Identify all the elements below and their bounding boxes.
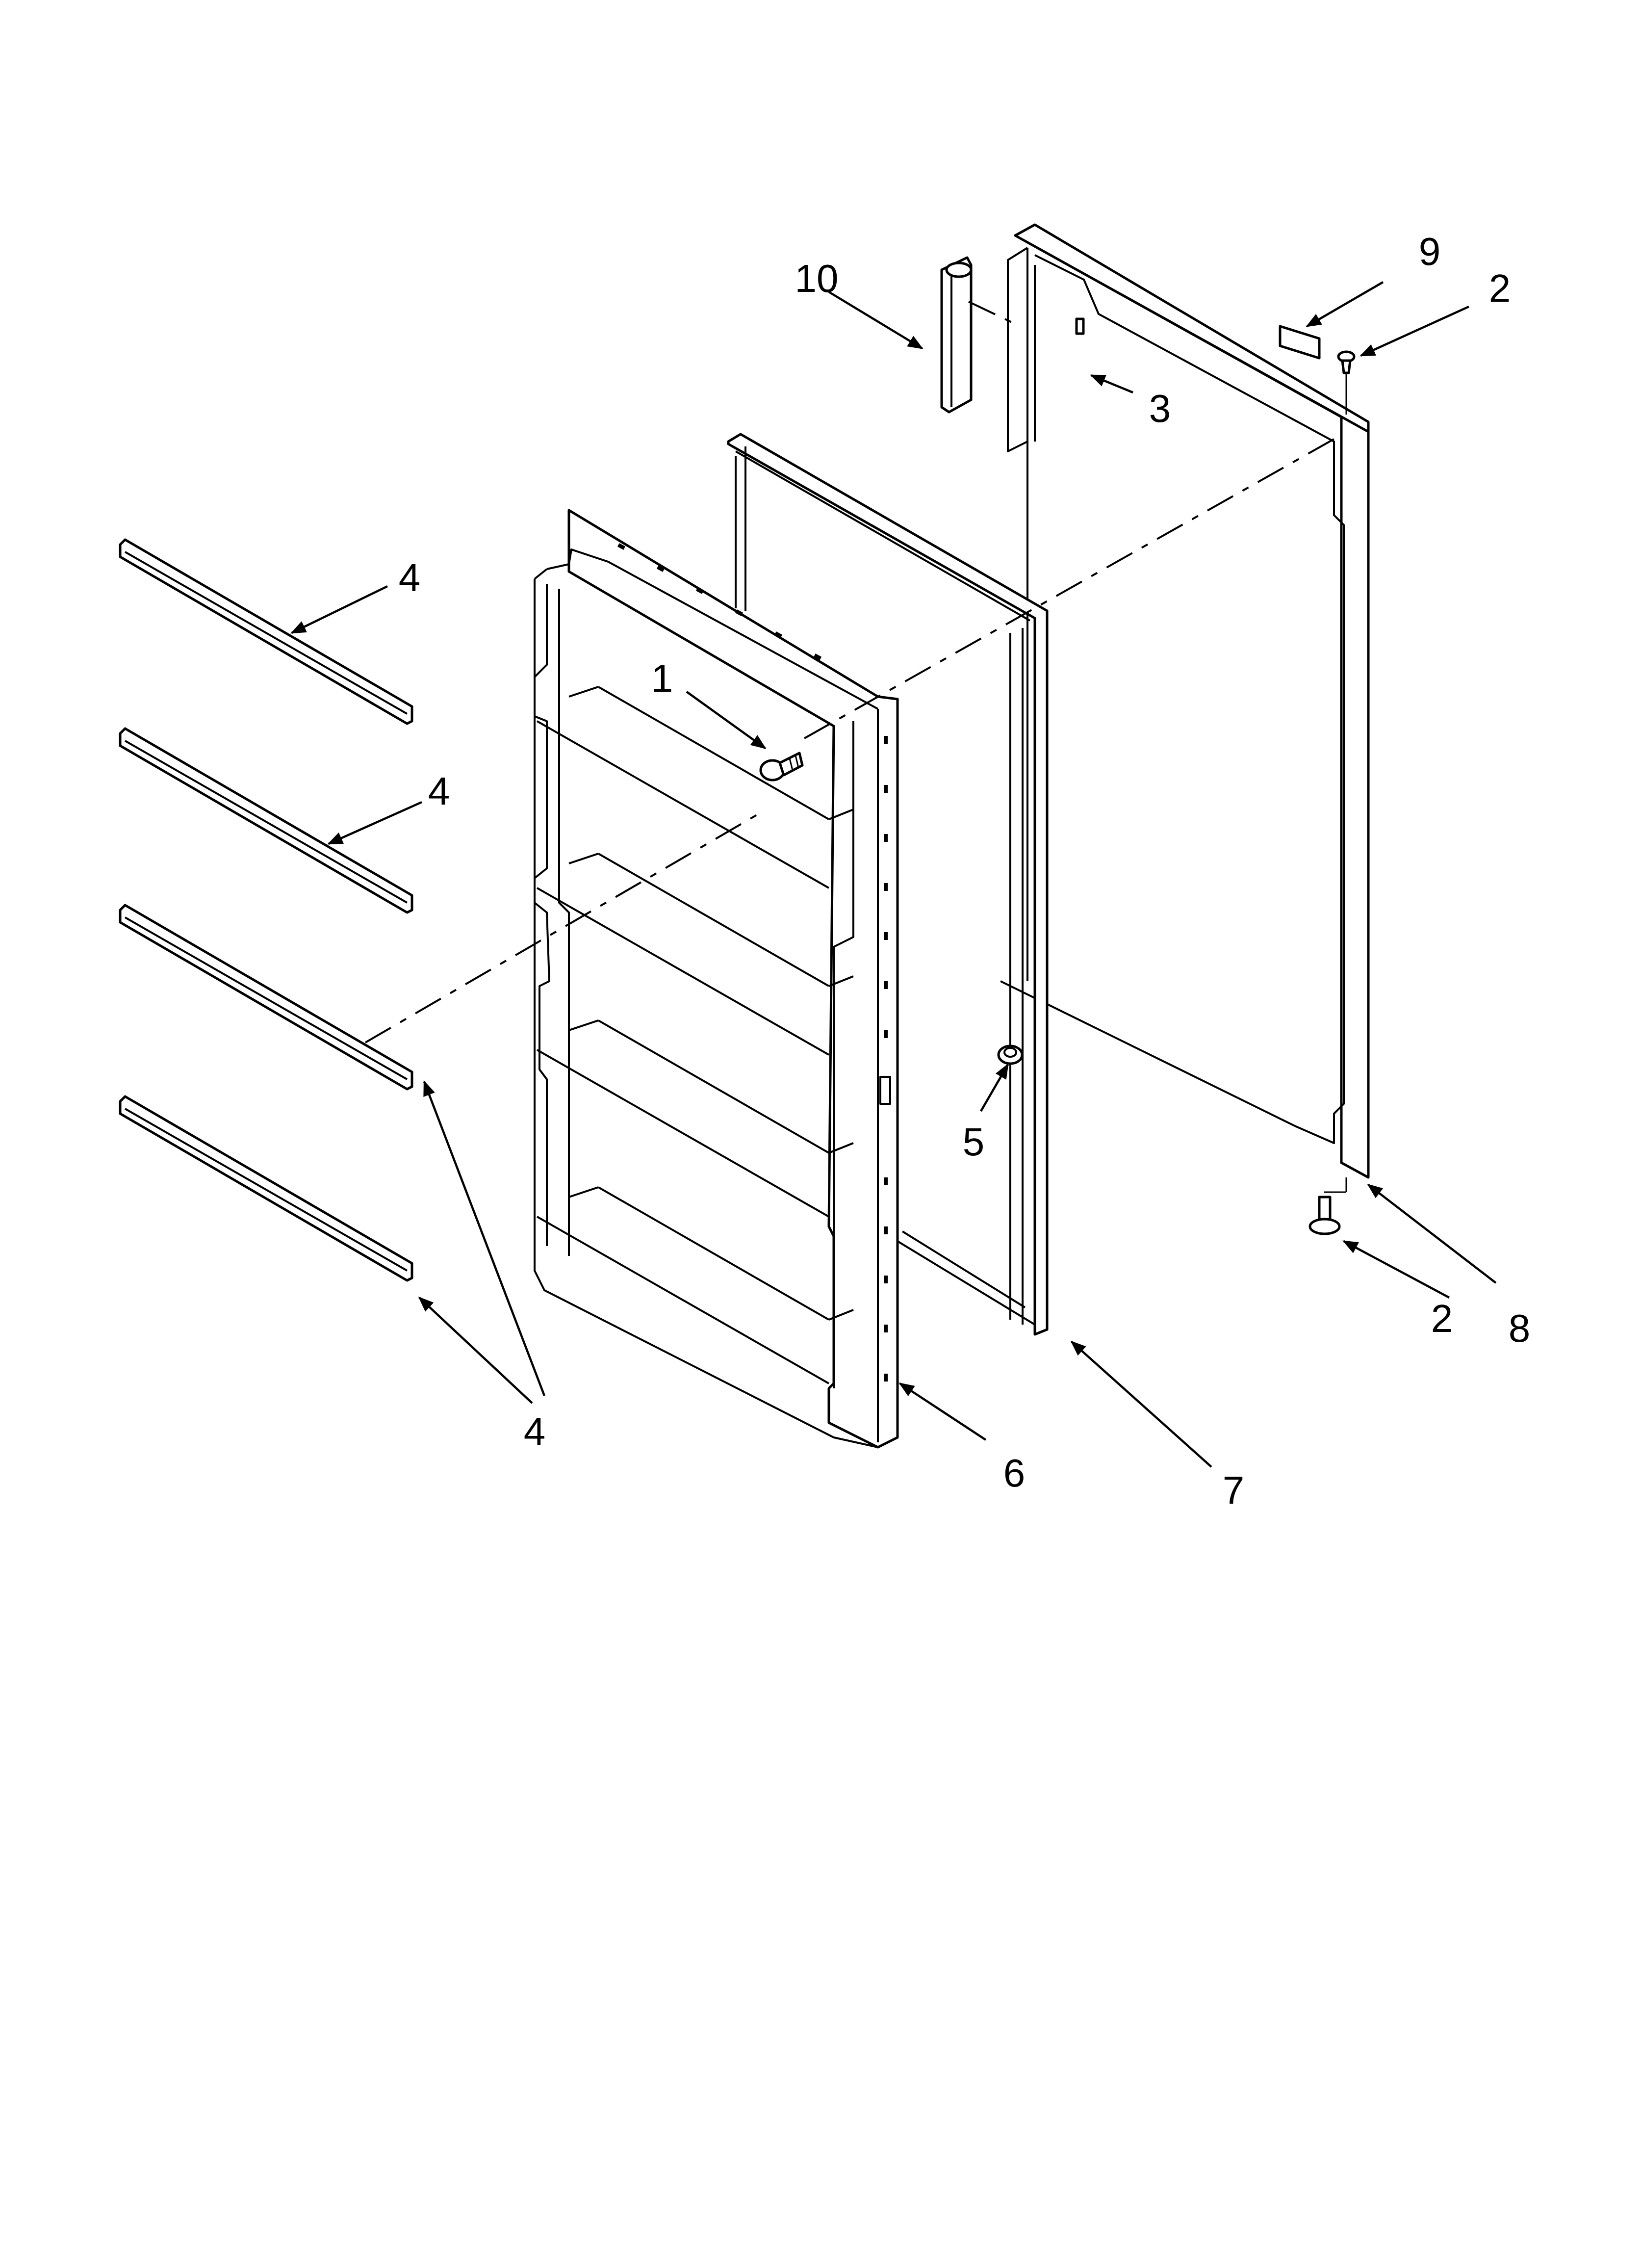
shelf-trim-1	[119, 538, 413, 725]
callout-9: 9	[1419, 230, 1441, 273]
shelf-trim-2	[119, 727, 413, 914]
shelf-trim-4	[119, 1095, 413, 1282]
callout-labels: 10 9 2 3 4 4 1 5 2 8 4 6 7	[399, 230, 1531, 1512]
liner-screw	[759, 752, 804, 782]
shelf-trim-3	[119, 904, 413, 1091]
callout-4-top: 4	[399, 556, 421, 600]
outer-door-panel	[1000, 223, 1370, 1179]
callout-10: 10	[795, 257, 839, 300]
bottom-hinge-pin	[1308, 1177, 1347, 1235]
inner-door-liner	[534, 509, 899, 1449]
callout-2-top: 2	[1489, 266, 1511, 310]
callout-8: 8	[1509, 1306, 1531, 1350]
door-gasket	[727, 433, 1049, 1336]
callout-1: 1	[651, 656, 673, 700]
callout-5: 5	[963, 1120, 985, 1164]
leader-lines	[290, 281, 1497, 1468]
top-screw	[1337, 350, 1356, 415]
callout-6: 6	[1003, 1451, 1026, 1495]
assembly-lines	[364, 301, 1334, 1043]
plug	[997, 1044, 1024, 1065]
callout-3: 3	[1149, 387, 1171, 430]
handle-trim	[940, 256, 973, 414]
label-plate	[1279, 325, 1321, 360]
callout-4-bottom: 4	[524, 1409, 546, 1453]
callout-2-bottom: 2	[1431, 1297, 1453, 1340]
callout-7: 7	[1223, 1468, 1245, 1512]
liner-mounting-slots	[617, 543, 891, 1382]
callout-4-second: 4	[428, 769, 450, 813]
